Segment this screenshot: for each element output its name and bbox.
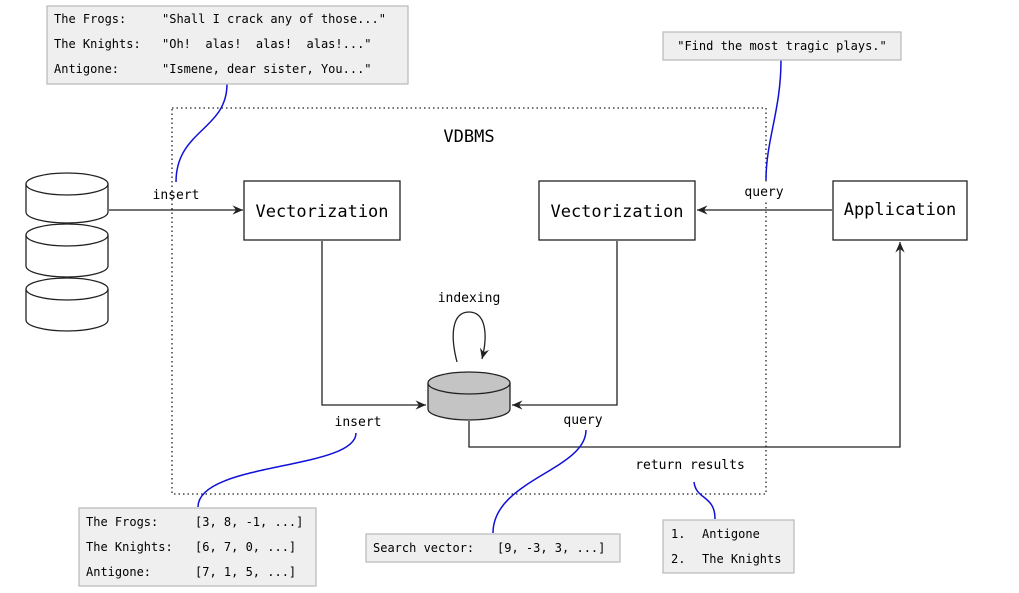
query-arrow-bottom: [512, 241, 618, 410]
callout-lines: [175, 59, 782, 534]
search-vector-label: Search vector:: [373, 541, 474, 555]
source-database-stack: [25, 172, 109, 332]
embedding-vector: [3, 8, -1, ...]: [195, 515, 303, 529]
result-rank: 1.: [671, 527, 685, 541]
vectorization-box-left: [243, 180, 401, 241]
indexing-label: indexing: [438, 291, 501, 306]
doc-name: Antigone:: [54, 62, 119, 76]
embedding-name: The Knights:: [86, 540, 173, 554]
embedding-name: The Frogs:: [86, 515, 158, 529]
search-vector-value: [9, -3, 3, ...]: [497, 541, 605, 555]
embedding-vector: [6, 7, 0, ...]: [195, 540, 296, 554]
query-text-note: "Find the most tragic plays.": [662, 31, 902, 61]
insert-arrow-bottom: [321, 241, 426, 410]
doc-name: The Knights:: [54, 37, 141, 51]
vectorization-label-right: Vectorization: [550, 202, 683, 222]
embedding-name: Antigone:: [86, 565, 151, 579]
source-docs-note: The Frogs: "Shall I crack any of those..…: [46, 5, 409, 85]
application-label: Application: [844, 200, 957, 220]
vector-database-cylinder: [427, 371, 511, 421]
search-vector-note: Search vector: [9, -3, 3, ...]: [365, 533, 621, 563]
doc-text: "Oh! alas! alas! alas!...": [162, 37, 372, 51]
result-name: Antigone: [702, 527, 760, 541]
result-rank: 2.: [671, 552, 685, 566]
callout-source-docs: [175, 83, 228, 183]
callout-results: [693, 481, 716, 520]
doc-text: "Shall I crack any of those...": [162, 12, 386, 26]
application-box: [832, 180, 968, 241]
insert-label-top: insert: [153, 188, 200, 203]
return-results-arrow: [468, 242, 905, 448]
query-text: "Find the most tragic plays.": [677, 39, 887, 53]
indexing-loop-arrow: [452, 311, 490, 363]
callout-search-vector: [492, 429, 587, 534]
embedding-vector: [7, 1, 5, ...]: [195, 565, 296, 579]
query-label-bottom: query: [563, 413, 602, 428]
insert-label-bottom: insert: [335, 415, 382, 430]
source-db-cylinder-1: [25, 172, 109, 224]
result-name: The Knights: [702, 552, 781, 566]
vdbms-boundary: [171, 107, 767, 495]
vectorization-box-right: [538, 180, 696, 241]
source-db-cylinder-2: [25, 223, 109, 278]
return-results-label: return results: [635, 458, 745, 473]
callout-query-text: [765, 59, 782, 181]
embeddings-note: The Frogs: [3, 8, -1, ...] The Knights: …: [78, 507, 317, 587]
vdbms-title: VDBMS: [443, 127, 494, 147]
source-db-cylinder-3: [25, 277, 109, 332]
doc-name: The Frogs:: [54, 12, 126, 26]
vectorization-label-left: Vectorization: [255, 202, 388, 222]
results-note: 1. Antigone 2. The Knights: [662, 519, 795, 574]
callout-embeddings: [197, 432, 357, 508]
query-label-top: query: [744, 185, 783, 200]
doc-text: "Ismene, dear sister, You...": [162, 62, 372, 76]
